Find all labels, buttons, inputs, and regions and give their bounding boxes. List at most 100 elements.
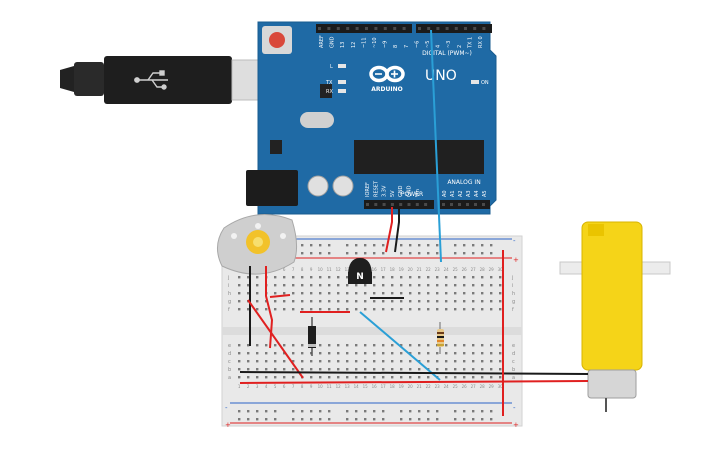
- wires[interactable]: [239, 29, 589, 416]
- header-pin-hole: [402, 27, 406, 30]
- rail-hole: [382, 252, 385, 255]
- breadboard-hole: [292, 300, 295, 303]
- breadboard-hole: [481, 376, 484, 379]
- breadboard-hole: [328, 344, 331, 347]
- geared-motor-tab: [588, 224, 604, 236]
- breadboard-hole: [409, 300, 412, 303]
- rail-hole: [238, 410, 241, 413]
- reset-button[interactable]: [269, 32, 285, 48]
- pin-label: A3: [466, 190, 472, 197]
- rail-hole: [310, 252, 313, 255]
- breadboard-hole: [346, 360, 349, 363]
- breadboard-hole: [463, 360, 466, 363]
- resistor[interactable]: [437, 322, 444, 354]
- npn-transistor[interactable]: N: [348, 258, 372, 284]
- column-number: 25: [453, 267, 459, 272]
- breadboard-hole: [418, 344, 421, 347]
- digital-header-right[interactable]: [416, 24, 492, 33]
- breadboard-hole: [490, 300, 493, 303]
- breadboard-hole: [436, 276, 439, 279]
- wire-blue-signal[interactable]: [430, 29, 442, 263]
- breadboard-hole: [409, 344, 412, 347]
- power-header[interactable]: [364, 200, 434, 209]
- breadboard-hole: [364, 284, 367, 287]
- rail-hole: [301, 252, 304, 255]
- rail-hole: [355, 244, 358, 247]
- rail-hole: [436, 244, 439, 247]
- breadboard-hole: [238, 308, 241, 311]
- column-number: 30: [498, 267, 504, 272]
- column-number: 28: [480, 384, 486, 389]
- analog-header[interactable]: [440, 200, 490, 209]
- dc-motor[interactable]: [217, 214, 298, 286]
- rail-hole: [364, 244, 367, 247]
- geared-motor[interactable]: [559, 221, 671, 412]
- header-pin-hole: [436, 27, 440, 30]
- breadboard-hole: [409, 360, 412, 363]
- power-jack[interactable]: [246, 170, 298, 206]
- row-letter: g: [512, 299, 515, 305]
- pin-label: ~9: [383, 41, 389, 48]
- breadboard-hole: [301, 308, 304, 311]
- row-letter: e: [512, 343, 515, 349]
- diode[interactable]: [308, 317, 316, 356]
- rail-hole: [247, 418, 250, 421]
- rail-hole: [382, 418, 385, 421]
- capacitor-1: [307, 175, 329, 197]
- breadboard-hole: [445, 352, 448, 355]
- breadboard-channel: [222, 327, 522, 335]
- pin-label: 3.3V: [382, 185, 388, 197]
- wire-blue-base[interactable]: [359, 311, 441, 381]
- breadboard-hole: [310, 352, 313, 355]
- breadboard-hole: [355, 292, 358, 295]
- breadboard-hole: [400, 344, 403, 347]
- column-number: 7: [292, 384, 295, 389]
- header-pin-hole: [374, 27, 378, 30]
- breadboard-hole: [238, 376, 241, 379]
- row-letter: h: [512, 291, 515, 297]
- header-pin-hole: [418, 27, 421, 30]
- wire-black-gnd[interactable]: [394, 207, 400, 253]
- breadboard-hole: [319, 308, 322, 311]
- breadboard-hole: [283, 376, 286, 379]
- breadboard-hole: [391, 368, 394, 371]
- rail-hole: [400, 252, 403, 255]
- rail-hole: [265, 418, 268, 421]
- rail-minus-symbol-bottom-right: -: [513, 404, 516, 412]
- rail-hole: [373, 244, 376, 247]
- column-number: 30: [498, 384, 504, 389]
- breadboard-hole: [391, 360, 394, 363]
- breadboard-hole: [490, 368, 493, 371]
- rail-hole: [319, 244, 322, 247]
- wire-red-short-1[interactable]: [269, 294, 291, 298]
- breadboard-hole: [301, 344, 304, 347]
- breadboard-hole: [319, 292, 322, 295]
- breadboard-hole: [481, 308, 484, 311]
- rail-hole: [364, 252, 367, 255]
- breadboard-hole: [481, 360, 484, 363]
- breadboard-hole: [301, 368, 304, 371]
- rail-hole: [310, 418, 313, 421]
- column-number: 11: [327, 384, 333, 389]
- power-header-label: POWER: [401, 191, 423, 198]
- wire-red-to-geared-motor[interactable]: [239, 380, 589, 384]
- breadboard-hole: [310, 292, 313, 295]
- wire-red-diagonal[interactable]: [247, 299, 304, 379]
- wire-red-5v[interactable]: [385, 207, 393, 253]
- breadboard-hole: [499, 300, 502, 303]
- breadboard-hole: [274, 368, 277, 371]
- pin-label: 2: [457, 45, 463, 48]
- rail-hole: [328, 418, 331, 421]
- breadboard-hole: [364, 360, 367, 363]
- rail-hole: [238, 418, 241, 421]
- rail-hole: [328, 410, 331, 413]
- rail-hole: [364, 410, 367, 413]
- breadboard-hole: [292, 352, 295, 355]
- wire-black-to-geared-motor[interactable]: [239, 371, 589, 375]
- breadboard-hole: [310, 360, 313, 363]
- digital-header-left[interactable]: [316, 24, 412, 33]
- breadboard-hole: [454, 344, 457, 347]
